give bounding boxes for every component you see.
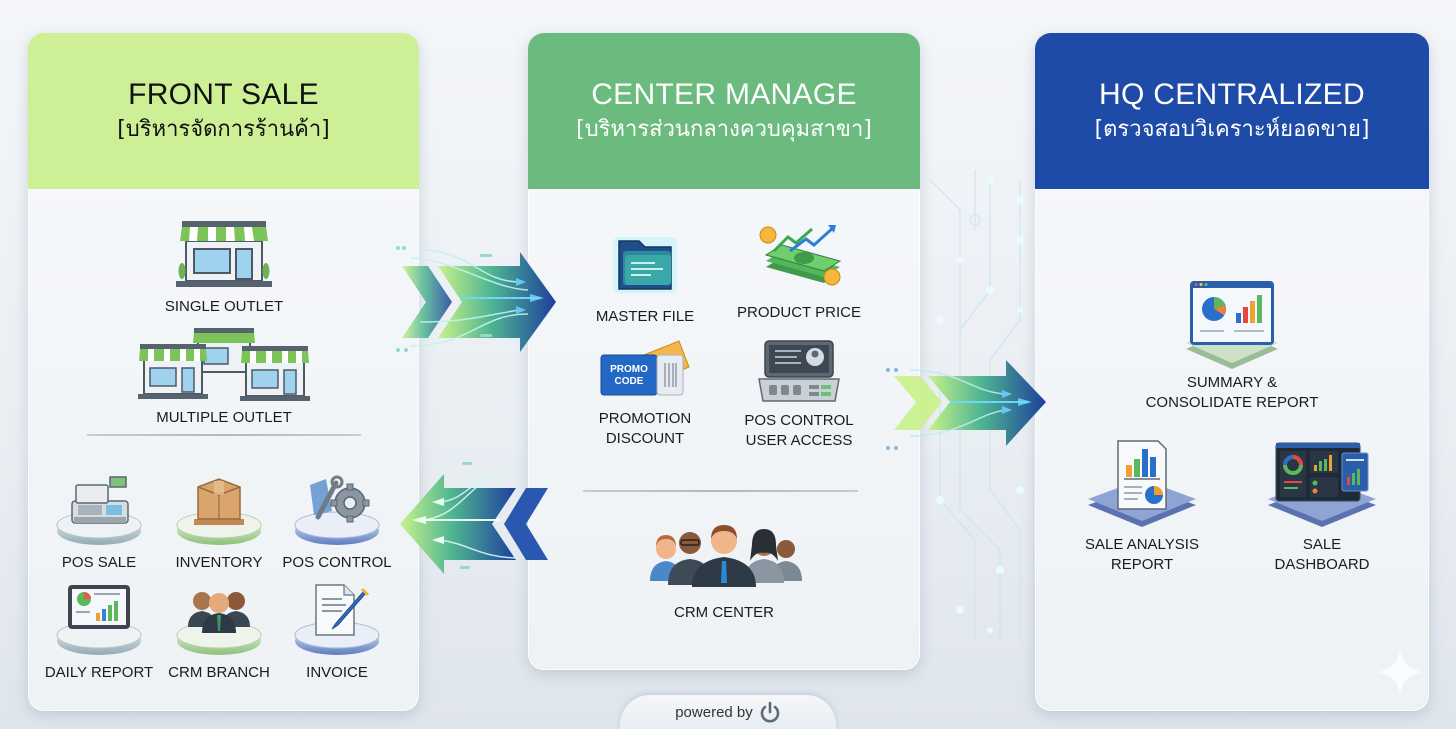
user-access-label: USER ACCESS — [745, 432, 853, 449]
product-price-item[interactable]: PRODUCT PRICE — [734, 223, 864, 323]
powered-by-tab: powered by — [620, 695, 836, 729]
master-file-item[interactable]: MASTER FILE — [580, 227, 710, 327]
invoice-item[interactable]: INVOICE — [284, 581, 390, 683]
center-manage-header: CENTER MANAGE [บริหารส่วนกลางควบคุมสาขา] — [528, 33, 920, 189]
flow-arrow-front-to-center — [396, 246, 556, 352]
power-icon — [760, 701, 780, 723]
front-sale-subtitle: [บริหารจัดการร้านค้า] — [117, 117, 330, 142]
sale-label: SALE — [1302, 536, 1342, 553]
promo-ticket-text-2: CODE — [615, 376, 644, 387]
folder-icon — [613, 237, 677, 293]
consolidate-report-label: CONSOLIDATE REPORT — [1145, 394, 1319, 411]
center-manage-panel: CENTER MANAGE [บริหารส่วนกลางควบคุมสาขา]… — [528, 33, 920, 670]
pos-control-access-label: POS CONTROL — [744, 412, 854, 429]
pos-control-item[interactable]: POS CONTROL — [282, 471, 392, 573]
powered-by-text: powered by — [675, 703, 753, 721]
sale-analysis-report-label: REPORT — [1110, 556, 1174, 573]
master-file-label: MASTER FILE — [595, 308, 695, 325]
package-box-icon — [176, 478, 262, 545]
discount-label: DISCOUNT — [605, 430, 685, 447]
daily-report-item[interactable]: DAILY REPORT — [44, 581, 154, 683]
inventory-label: INVENTORY — [175, 554, 263, 571]
single-outlet-label: SINGLE OUTLET — [164, 298, 284, 315]
flow-arrow-center-to-front — [400, 462, 548, 574]
center-manage-divider — [583, 490, 858, 492]
hq-centralized-header: HQ CENTRALIZED [ตรวจสอบวิเคราะห์ยอดขาย] — [1035, 33, 1429, 189]
hq-centralized-subtitle: [ตรวจสอบวิเคราะห์ยอดขาย] — [1094, 117, 1370, 142]
hq-centralized-panel: HQ CENTRALIZED [ตรวจสอบวิเคราะห์ยอดขาย] … — [1035, 33, 1429, 711]
daily-report-label: DAILY REPORT — [44, 664, 154, 681]
invoice-label: INVOICE — [306, 664, 368, 681]
multiple-outlet-item[interactable]: MULTIPLE OUTLET — [136, 326, 312, 428]
pos-sale-item[interactable]: POS SALE — [46, 471, 152, 573]
pos-control-label: POS CONTROL — [282, 554, 392, 571]
crm-branch-item[interactable]: CRM BRANCH — [166, 581, 272, 683]
dashboard-screen-icon — [1268, 442, 1376, 527]
sale-analysis-label: SALE ANALYSIS — [1085, 536, 1199, 553]
sale-analysis-report-item[interactable]: SALE ANALYSIS REPORT — [1077, 439, 1207, 575]
promo-ticket-text-1: PROMO — [610, 364, 648, 375]
dashboard-label: DASHBOARD — [1274, 556, 1370, 573]
storefront-icon — [176, 221, 272, 287]
summary-label: SUMMARY & — [1186, 374, 1278, 391]
flow-arrow-center-to-hq — [886, 360, 1046, 450]
crm-center-item[interactable]: CRM CENTER — [634, 521, 814, 623]
multiple-storefronts-icon — [138, 328, 310, 401]
promotion-label: PROMOTION — [598, 410, 692, 427]
inventory-item[interactable]: INVENTORY — [166, 471, 272, 573]
pos-sale-label: POS SALE — [61, 554, 137, 571]
pos-terminal-icon — [758, 340, 840, 402]
front-sale-panel: FRONT SALE [บริหารจัดการร้านค้า] SINGLE … — [28, 33, 419, 711]
promotion-discount-item[interactable]: PROMO CODE PROMOTION DISCOUNT — [580, 337, 710, 449]
crm-center-label: CRM CENTER — [674, 604, 774, 621]
product-price-label: PRODUCT PRICE — [737, 304, 861, 321]
multiple-outlet-label: MULTIPLE OUTLET — [156, 409, 292, 426]
wrench-gear-icon — [294, 475, 380, 545]
tablet-chart-icon — [56, 585, 142, 655]
sparkle-icon — [1378, 650, 1422, 694]
crm-team-icon — [650, 525, 802, 587]
front-sale-divider — [87, 434, 361, 436]
hq-centralized-title: HQ CENTRALIZED — [1099, 78, 1365, 111]
single-outlet-item[interactable]: SINGLE OUTLET — [158, 219, 290, 317]
front-sale-title: FRONT SALE — [128, 78, 319, 111]
sale-dashboard-item[interactable]: SALE DASHBOARD — [1257, 439, 1387, 575]
money-trend-icon — [759, 225, 842, 286]
promo-ticket-icon: PROMO CODE — [600, 340, 690, 396]
summary-report-item[interactable]: SUMMARY & CONSOLIDATE REPORT — [1132, 279, 1332, 413]
crm-branch-label: CRM BRANCH — [168, 664, 270, 681]
front-sale-header: FRONT SALE [บริหารจัดการร้านค้า] — [28, 33, 419, 189]
cash-register-icon — [56, 476, 142, 545]
report-window-icon — [1186, 281, 1278, 369]
center-manage-subtitle: [บริหารส่วนกลางควบคุมสาขา] — [576, 117, 872, 142]
pos-user-access-item[interactable]: POS CONTROL USER ACCESS — [734, 339, 864, 451]
document-pen-icon — [294, 584, 380, 655]
circuit-lines-decoration — [929, 170, 1024, 640]
analysis-document-icon — [1088, 440, 1196, 527]
center-manage-title: CENTER MANAGE — [591, 78, 857, 111]
people-group-icon — [176, 592, 262, 655]
